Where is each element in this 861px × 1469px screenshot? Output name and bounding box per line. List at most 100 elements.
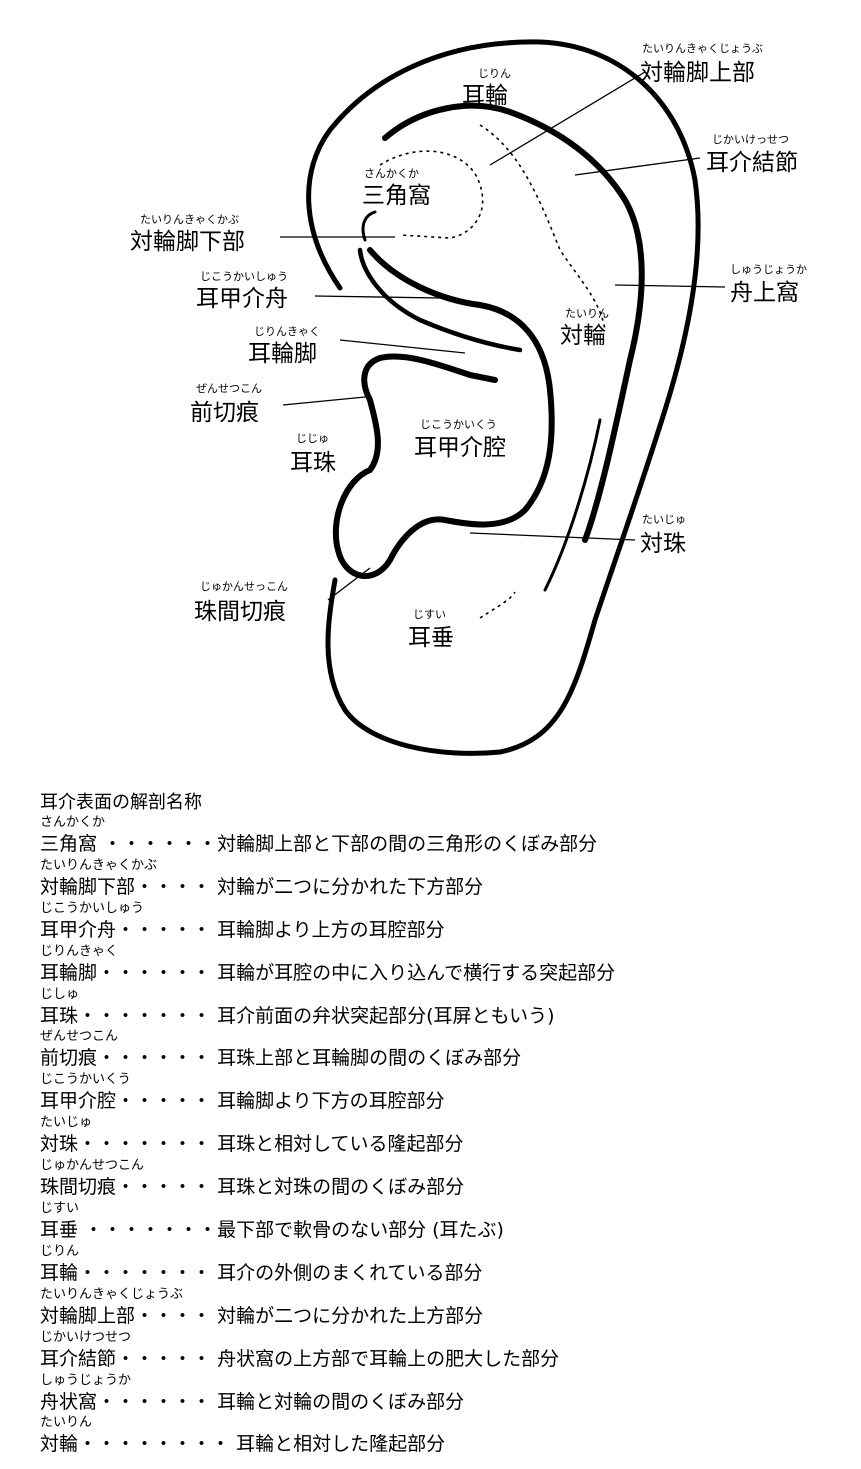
entry-description: 耳輪と対輪の間のくぼみ部分 <box>217 1390 465 1413</box>
entry-reading: じこうかいくう <box>40 1072 131 1088</box>
entry-description: 舟状窩の上方部で耳輪上の肥大した部分 <box>217 1347 560 1370</box>
entry-dots: ・・・・・・ <box>97 1390 218 1413</box>
entry-term: 耳珠 <box>40 1004 79 1027</box>
entry-description: 耳介の外側のまくれている部分 <box>217 1261 483 1284</box>
label-reading: ぜんせつこん <box>196 382 262 395</box>
entry-line: 対珠・・・・・・・ 耳珠と相対している隆起部分 <box>40 1131 464 1157</box>
entry-line: 対輪・・・・・・・・ 耳輪と相対した隆起部分 <box>40 1431 445 1457</box>
label-reading: じかいけっせつ <box>712 133 789 146</box>
glossary-entry: じかいけつせつ耳介結節・・・・・ 舟状窩の上方部で耳輪上の肥大した部分 <box>40 1330 840 1374</box>
entry-dots: ・・・・・・・ <box>78 1004 218 1027</box>
entry-description: 対輪が二つに分かれた上方部分 <box>217 1304 484 1327</box>
entry-term: 耳甲介舟 <box>40 918 117 941</box>
entry-dots: ・・・・・ <box>116 1176 218 1199</box>
glossary-title: 耳介表面の解剖名称 <box>40 792 202 813</box>
leader-lines <box>280 71 726 601</box>
diagram-labels: たいりんきゃくじょうぶ 対輪脚上部 じりん 耳輪 じかいけっせつ 耳介結節 さん… <box>130 42 807 651</box>
entry-description: 対輪が二つに分かれた下方部分 <box>217 875 484 898</box>
entry-term: 前切痕 <box>40 1047 98 1070</box>
entry-term: 対輪 <box>40 1433 79 1456</box>
glossary-entry: じしゅ耳珠・・・・・・・ 耳介前面の弁状突起部分(耳屏ともいう) <box>40 986 840 1031</box>
entry-reading: じりんきゃく <box>40 943 119 959</box>
label-jirinkyaku: 耳輪脚 <box>248 341 317 367</box>
entry-reading: たいりんきゃくじょうぶ <box>40 1286 184 1302</box>
entry-line: 耳甲介舟・・・・・ 耳輪脚より上方の耳腔部分 <box>40 917 445 943</box>
entry-term: 三角窩 <box>40 833 98 855</box>
label-taiju: 対珠 <box>640 531 686 557</box>
entry-description: 耳輪脚より下方の耳腔部分 <box>217 1090 445 1113</box>
entry-reading: じこうかいしゅう <box>40 900 145 916</box>
glossary-entry: ぜんせつこん前切痕・・・・・・ 耳珠上部と耳輪脚の間のくぼみ部分 <box>40 1030 840 1073</box>
label-jisui: 耳垂 <box>408 625 454 651</box>
entry-reading: じすい <box>40 1201 80 1217</box>
glossary-entry: たいりんきゃくじょうぶ対輪脚上部・・・・ 対輪が二つに分かれた上方部分 <box>40 1286 840 1331</box>
entry-line: 対輪脚下部・・・・ 対輪が二つに分かれた下方部分 <box>40 874 483 900</box>
label-jikou-kaishuu: 耳甲介舟 <box>196 286 288 312</box>
glossary-entry: たいりんきゃくかぶ対輪脚下部・・・・ 対輪が二つに分かれた下方部分 <box>40 858 840 902</box>
entry-description: 耳輪脚より上方の耳腔部分 <box>217 918 445 941</box>
entry-line: 舟状窩・・・・・・ 耳輪と対輪の間のくぼみ部分 <box>40 1389 464 1415</box>
entry-description: 耳珠上部と耳輪脚の間のくぼみ部分 <box>217 1047 522 1070</box>
glossary-entry: しゅうじょうか舟状窩・・・・・・ 耳輪と対輪の間のくぼみ部分 <box>40 1372 840 1417</box>
label-reading: じゅかんせっこん <box>200 580 288 593</box>
label-jiju: 耳珠 <box>290 450 336 476</box>
entry-dots: ・・・・・・・ <box>78 1133 218 1156</box>
entry-term: 対輪脚上部 <box>40 1304 136 1327</box>
entry-dots: ・・・・・・ <box>97 1047 218 1070</box>
entry-dots: ・・・・・ <box>116 918 218 941</box>
label-reading: たいりんきゃくじょうぶ <box>642 42 763 55</box>
label-shuujouka: 舟上窩 <box>730 280 799 306</box>
label-tairinkyaku-joubu: 対輪脚上部 <box>640 60 755 86</box>
label-reading: たいりん <box>565 307 609 320</box>
entry-description: 耳珠と対珠の間のくぼみ部分 <box>217 1176 465 1199</box>
label-tairin: 対輪 <box>560 323 606 349</box>
entry-line: 耳垂 ・・・・・・・最下部で軟骨のない部分 (耳たぶ) <box>40 1217 504 1243</box>
entry-term: 耳甲介腔 <box>40 1090 117 1113</box>
entry-dots: ・・・・・ <box>116 1347 218 1370</box>
glossary-entry: じこうかいしゅう耳甲介舟・・・・・ 耳輪脚より上方の耳腔部分 <box>40 900 840 945</box>
entry-line: 三角窩 ・・・・・・対輪脚上部と下部の間の三角形のくぼみ部分 <box>40 831 597 857</box>
entry-dots: ・・・・ <box>135 875 218 898</box>
label-sankakuka: 三角窩 <box>362 183 431 209</box>
entry-line: 珠間切痕・・・・・ 耳珠と対珠の間のくぼみ部分 <box>40 1174 464 1200</box>
entry-line: 耳輪・・・・・・・ 耳介の外側のまくれている部分 <box>40 1260 483 1286</box>
label-zensetsukon: 前切痕 <box>190 400 259 426</box>
label-jikai-kessetsu: 耳介結節 <box>706 150 798 176</box>
glossary-entry: たいじゅ対珠・・・・・・・ 耳珠と相対している隆起部分 <box>40 1116 840 1159</box>
ear-outline <box>306 39 701 756</box>
label-reading: さんかくか <box>364 167 419 180</box>
label-reading: じじゅ <box>296 432 329 445</box>
entry-reading: じゅかんせつこん <box>40 1158 145 1174</box>
label-jirin: 耳輪 <box>462 83 508 109</box>
entry-description: 耳珠と相対している隆起部分 <box>217 1133 464 1156</box>
entry-reading: じしゅ <box>40 986 80 1002</box>
entry-term: 耳輪脚 <box>40 961 98 984</box>
glossary-entry: じりんきゃく耳輪脚・・・・・・ 耳輪が耳腔の中に入り込んで横行する突起部分 <box>40 943 840 988</box>
entry-line: 耳介結節・・・・・ 舟状窩の上方部で耳輪上の肥大した部分 <box>40 1346 559 1372</box>
label-reading: しゅうじょうか <box>730 263 807 276</box>
label-reading: じこうかいくう <box>420 418 497 431</box>
glossary-entry: たいりん対輪・・・・・・・・ 耳輪と相対した隆起部分 <box>40 1416 840 1459</box>
glossary-entry: じこうかいくう耳甲介腔・・・・・ 耳輪脚より下方の耳腔部分 <box>40 1073 840 1116</box>
label-reading: たいりんきゃくかぶ <box>140 213 239 226</box>
triangular-fossa-ridge <box>379 150 484 239</box>
entry-term: 耳輪 <box>40 1261 79 1284</box>
entry-reading: しゅうじょうか <box>40 1372 132 1388</box>
entry-reading: じりん <box>40 1243 80 1259</box>
ear-anatomy-diagram: たいりんきゃくじょうぶ 対輪脚上部 じりん 耳輪 じかいけっせつ 耳介結節 さん… <box>130 39 807 756</box>
label-reading: じりん <box>478 67 511 80</box>
label-reading: じりんきゃく <box>254 325 320 338</box>
entry-reading: たいじゅ <box>40 1115 93 1131</box>
glossary-entry: さんかくか三角窩 ・・・・・・対輪脚上部と下部の間の三角形のくぼみ部分 <box>40 816 840 859</box>
entry-term: 対珠 <box>40 1133 79 1156</box>
label-reading: じすい <box>413 608 446 621</box>
entry-description: 最下部で軟骨のない部分 (耳たぶ) <box>217 1219 504 1242</box>
entry-reading: さんかくか <box>40 815 106 830</box>
entry-reading: ぜんせつこん <box>40 1029 119 1045</box>
entry-term: 耳垂 <box>40 1219 79 1242</box>
antihelix-ridge <box>479 124 606 331</box>
entry-dots: ・・・・ <box>135 1304 218 1327</box>
entry-term: 舟状窩 <box>40 1390 98 1413</box>
entry-dots: ・・・・・・ <box>97 961 218 984</box>
glossary-entry: じすい耳垂 ・・・・・・・最下部で軟骨のない部分 (耳たぶ) <box>40 1202 840 1245</box>
